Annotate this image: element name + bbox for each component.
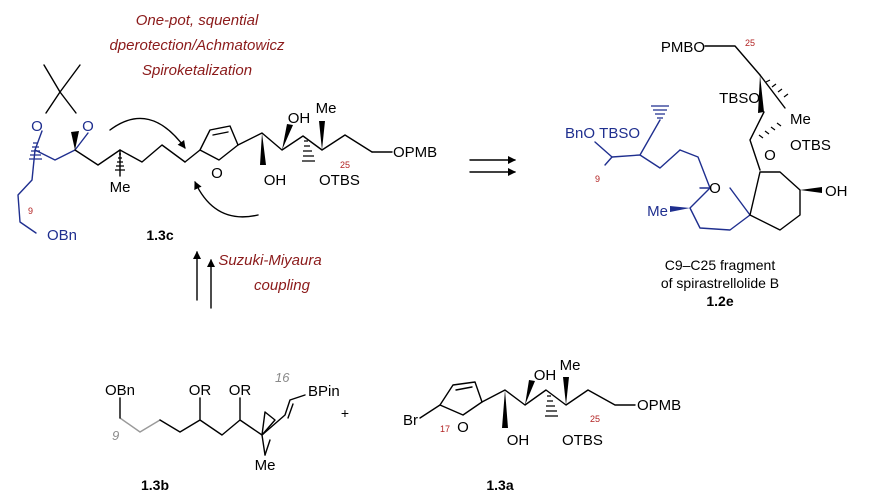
oxygen-label: O [709,180,721,197]
suzuki-caption: Suzuki-Miyaura coupling [218,252,321,294]
hydroxyl-label: OH [288,110,311,127]
obn-label: OBn [105,382,135,399]
hydroxyl-label: OH [264,172,287,189]
compound-1-3b: OBn OR OR BPin Me 16 9 1.3b [105,370,340,493]
caption-line: One-pot, squential [136,12,259,29]
curved-arrow [194,181,259,218]
methyl-label: Me [110,179,131,196]
reaction-arrow [469,156,516,176]
oxygen-label: O [31,118,43,135]
compound-label: 1.3b [141,477,169,493]
compound-1-2e: PMBO 25 TBSO Me OTBS TBSO BnO 9 O O Me O… [565,38,848,309]
position-number: 17 [440,424,450,434]
position-number: 9 [595,174,600,184]
oxygen-label: O [82,118,94,135]
bpin-label: BPin [308,383,340,400]
compound-description: C9–C25 fragment [665,257,776,273]
compound-description: of spirastrellolide B [661,275,779,291]
hydroxyl-label: OH [825,183,848,200]
opmb-label: OPMB [393,144,437,161]
spiroketalization-caption: One-pot, squential dperotection/Achmatow… [109,12,285,79]
compound-label: 1.3a [486,477,513,493]
methyl-label: Me [790,111,811,128]
compound-1-3a: Br 17 O OH OH Me OPMB OTBS 25 1.3a [403,357,681,493]
otbs-label: OTBS [790,137,831,154]
hydroxyl-label: OH [534,367,557,384]
bno-label: BnO [565,125,595,142]
otbs-label: OTBS [562,432,603,449]
methyl-label: Me [647,203,668,220]
pmbo-label: PMBO [661,39,705,56]
position-number: 9 [28,206,33,216]
plus-sign: + [341,405,349,421]
caption-line: coupling [254,277,311,294]
oxygen-label: O [211,165,223,182]
tbso-label: TBSO [719,90,760,107]
otbs-label: OTBS [319,172,360,189]
caption-line: Spiroketalization [142,62,252,79]
compound-1-3c: O O OBn 9 Me O OH OH Me OPMB OTBS 25 1.3… [17,64,437,244]
position-number: 16 [275,370,290,385]
methyl-label: Me [316,100,337,117]
or-label: OR [189,382,212,399]
curved-arrow [109,117,186,149]
oxygen-label: O [764,147,776,164]
methyl-label: Me [560,357,581,374]
compound-label: 1.2e [706,293,733,309]
methyl-label: Me [255,457,276,474]
tbso-label: TBSO [599,125,640,142]
caption-line: dperotection/Achmatowicz [109,37,285,54]
oxygen-label: O [457,419,469,436]
hydroxyl-label: OH [507,432,530,449]
or-label: OR [229,382,252,399]
position-number: 25 [745,38,755,48]
obn-label: OBn [47,227,77,244]
caption-line: Suzuki-Miyaura [218,252,321,269]
position-number: 9 [112,428,119,443]
position-number: 25 [590,414,600,424]
compound-label: 1.3c [146,227,173,243]
position-number: 25 [340,160,350,170]
retro-arrow [193,251,215,309]
bromine-label: Br [403,412,418,429]
opmb-label: OPMB [637,397,681,414]
